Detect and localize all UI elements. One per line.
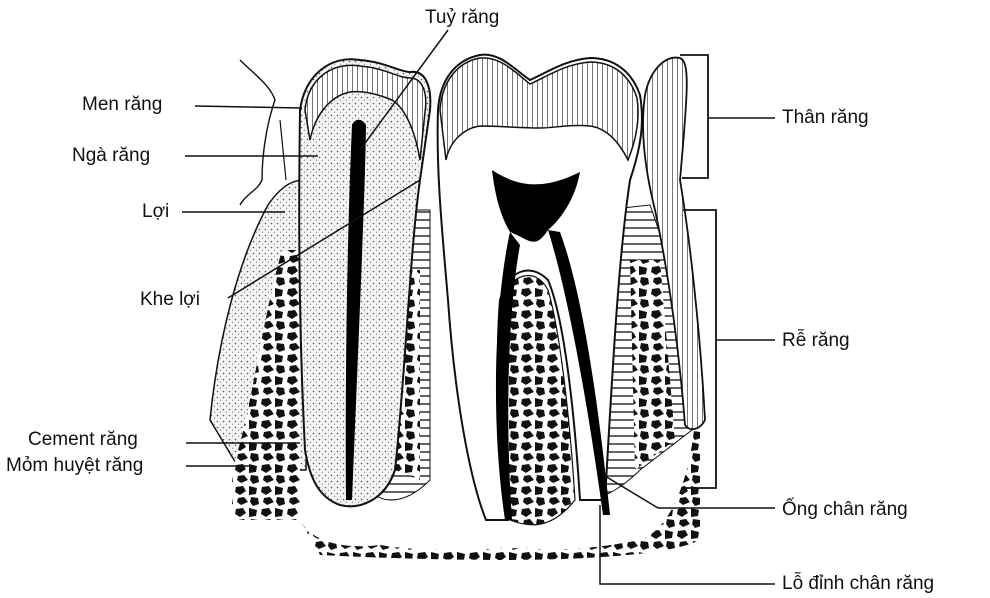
label-than-rang: Thân răng: [782, 108, 869, 127]
label-mom-huyet-rang: Mỏm huyệt răng: [6, 456, 143, 475]
leader-men-rang: [195, 106, 302, 108]
label-khe-loi: Khe lợi: [140, 290, 200, 309]
label-lo-dinh-chan-rang: Lỗ đỉnh chân răng: [782, 574, 934, 593]
label-cement-rang: Cement răng: [28, 430, 138, 449]
label-tuy-rang: Tuỷ răng: [425, 8, 499, 27]
label-nga-rang: Ngà răng: [72, 146, 150, 165]
leader-ong-chan-rang: [605, 476, 658, 508]
upper-outline: [240, 60, 286, 205]
label-men-rang: Men răng: [82, 95, 162, 114]
label-ong-chan-rang: Ống chân răng: [782, 500, 908, 519]
bracket-than-rang: [680, 55, 775, 178]
label-loi: Lợi: [142, 202, 169, 221]
label-re-rang: Rễ răng: [782, 331, 850, 350]
